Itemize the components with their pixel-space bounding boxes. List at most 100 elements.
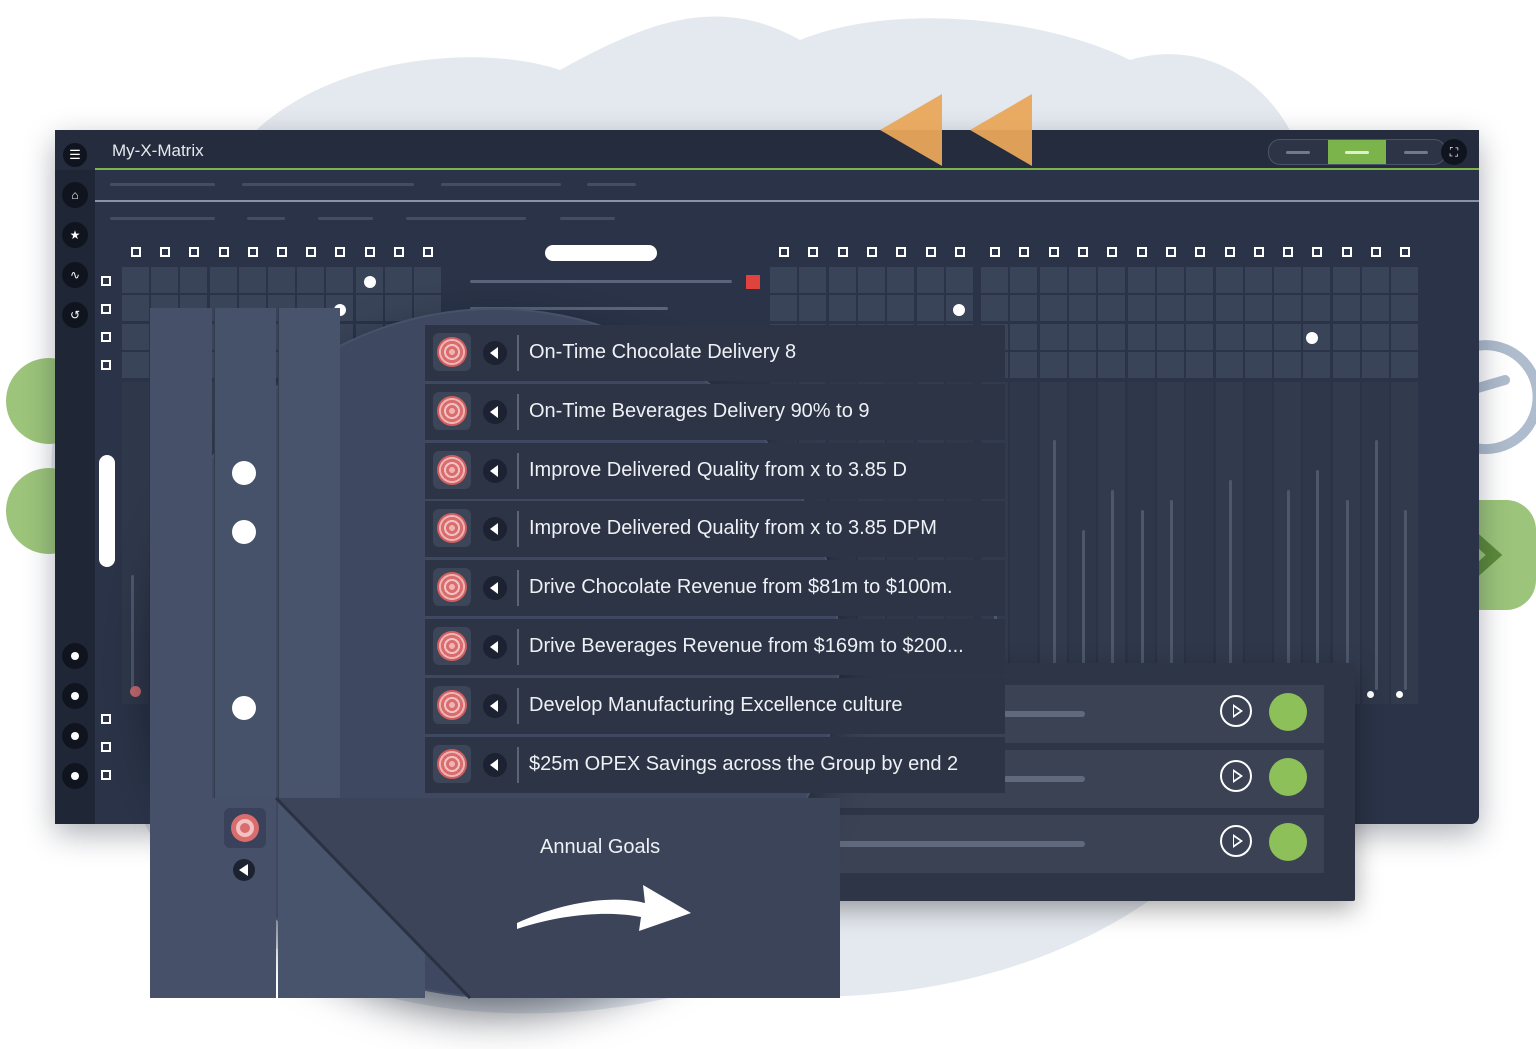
header-placeholder bbox=[110, 217, 215, 220]
sidebar-dot-button[interactable] bbox=[62, 763, 88, 789]
matrix-cell bbox=[1303, 267, 1331, 293]
caret-left-icon[interactable] bbox=[483, 458, 507, 483]
row-checkbox[interactable] bbox=[101, 770, 111, 780]
vertical-scroll-handle[interactable] bbox=[99, 455, 115, 567]
target-icon[interactable] bbox=[433, 685, 471, 724]
column-checkbox[interactable] bbox=[1165, 247, 1176, 257]
caret-left-icon[interactable] bbox=[483, 576, 507, 601]
column-checkbox[interactable] bbox=[1107, 247, 1118, 257]
matrix-cell bbox=[1156, 352, 1184, 378]
sidebar-dot-button[interactable] bbox=[62, 683, 88, 709]
column-checkbox[interactable] bbox=[925, 247, 936, 257]
column-checkbox[interactable] bbox=[866, 247, 877, 257]
column-checkbox[interactable] bbox=[160, 247, 171, 257]
hamburger-menu-icon[interactable]: ☰ bbox=[63, 143, 87, 167]
caret-left-icon[interactable] bbox=[483, 341, 507, 365]
column-checkbox[interactable] bbox=[1195, 247, 1206, 257]
row-checkbox[interactable] bbox=[101, 304, 111, 314]
column-checkbox[interactable] bbox=[1019, 247, 1030, 257]
matrix-cell bbox=[1127, 324, 1155, 350]
matrix-cell bbox=[1332, 324, 1360, 350]
matrix-cell bbox=[1127, 267, 1155, 293]
star-icon[interactable]: ★ bbox=[62, 222, 88, 248]
row-checkbox[interactable] bbox=[101, 360, 111, 370]
column-checkbox[interactable] bbox=[1224, 247, 1235, 257]
value-bar bbox=[1375, 440, 1378, 690]
header-placeholder bbox=[587, 183, 636, 186]
caret-left-icon[interactable] bbox=[483, 517, 507, 542]
view-toggle-option-3[interactable] bbox=[1387, 140, 1445, 164]
column-checkbox[interactable] bbox=[335, 247, 346, 257]
column-checkbox[interactable] bbox=[364, 247, 375, 257]
column-checkbox[interactable] bbox=[990, 247, 1001, 257]
column-checkbox[interactable] bbox=[306, 247, 317, 257]
status-red-square bbox=[746, 275, 760, 289]
target-icon[interactable] bbox=[433, 450, 471, 489]
goal-row[interactable]: Improve Delivered Quality from x to 3.85… bbox=[425, 442, 1005, 499]
caret-left-icon[interactable] bbox=[483, 635, 507, 659]
target-icon[interactable] bbox=[433, 568, 471, 607]
column-checkbox[interactable] bbox=[1078, 247, 1088, 257]
view-toggle-option-2[interactable] bbox=[1328, 140, 1386, 164]
lens-bottom-area bbox=[150, 796, 840, 1000]
column-checkbox[interactable] bbox=[218, 247, 229, 257]
play-icon[interactable] bbox=[1220, 825, 1252, 857]
view-toggle-option-1[interactable] bbox=[1269, 140, 1327, 164]
sidebar-dot-button[interactable] bbox=[62, 723, 88, 749]
column-checkbox[interactable] bbox=[896, 247, 907, 257]
column-checkbox[interactable] bbox=[954, 247, 965, 257]
target-icon[interactable] bbox=[433, 509, 471, 548]
target-icon[interactable] bbox=[433, 627, 471, 665]
sidebar-dot-button[interactable] bbox=[62, 643, 88, 669]
goal-row[interactable]: On-Time Chocolate Delivery 8 bbox=[425, 325, 1005, 381]
goal-row[interactable]: Improve Delivered Quality from x to 3.85… bbox=[425, 501, 1005, 558]
column-checkbox[interactable] bbox=[277, 247, 287, 257]
target-icon[interactable] bbox=[433, 333, 471, 371]
column-checkbox[interactable] bbox=[1312, 247, 1323, 257]
target-icon[interactable] bbox=[433, 391, 471, 430]
column-checkbox[interactable] bbox=[1341, 247, 1352, 257]
goal-row[interactable]: Develop Manufacturing Excellence culture bbox=[425, 677, 1005, 734]
column-checkbox[interactable] bbox=[1253, 247, 1264, 257]
goal-row[interactable]: On-Time Beverages Delivery 90% to 9 bbox=[425, 383, 1005, 440]
goal-row[interactable]: Drive Beverages Revenue from $169m to $2… bbox=[425, 619, 1005, 675]
column-checkbox[interactable] bbox=[247, 247, 258, 257]
expand-icon[interactable]: ⛶ bbox=[1441, 139, 1467, 165]
column-checkbox[interactable] bbox=[837, 247, 848, 257]
column-checkbox[interactable] bbox=[189, 247, 200, 257]
center-pill-handle[interactable] bbox=[545, 245, 657, 261]
caret-left-icon[interactable] bbox=[483, 399, 507, 424]
column-checkbox[interactable] bbox=[1283, 247, 1294, 257]
row-divider bbox=[517, 570, 519, 607]
column-checkbox[interactable] bbox=[808, 247, 819, 257]
row-checkbox[interactable] bbox=[101, 332, 111, 342]
column-checkbox[interactable] bbox=[1136, 247, 1147, 257]
correlation-dot bbox=[364, 276, 376, 288]
column-checkbox[interactable] bbox=[1400, 247, 1411, 257]
home-icon[interactable]: ⌂ bbox=[62, 182, 88, 208]
goal-row[interactable]: $25m OPEX Savings across the Group by en… bbox=[425, 736, 1005, 793]
column-checkbox[interactable] bbox=[1371, 247, 1381, 257]
column-checkbox[interactable] bbox=[1048, 247, 1059, 257]
column-checkbox[interactable] bbox=[131, 247, 141, 257]
view-toggle[interactable] bbox=[1268, 139, 1446, 165]
row-checkbox[interactable] bbox=[101, 276, 111, 286]
matrix-cell bbox=[1244, 267, 1272, 293]
caret-left-icon[interactable] bbox=[483, 752, 507, 777]
row-checkbox[interactable] bbox=[101, 714, 111, 724]
goal-row[interactable]: Drive Chocolate Revenue from $81m to $10… bbox=[425, 560, 1005, 617]
matrix-cell bbox=[122, 295, 149, 321]
row-checkbox[interactable] bbox=[101, 742, 111, 752]
matrix-cell bbox=[799, 267, 827, 293]
play-icon[interactable] bbox=[1220, 760, 1252, 792]
target-icon[interactable] bbox=[433, 744, 471, 783]
column-checkbox[interactable] bbox=[423, 247, 433, 257]
caret-left-icon[interactable] bbox=[483, 693, 507, 718]
column-checkbox[interactable] bbox=[779, 247, 789, 257]
matrix-cell bbox=[1127, 295, 1155, 321]
column-checkbox[interactable] bbox=[393, 247, 404, 257]
matrix-cell bbox=[1274, 295, 1302, 321]
play-icon[interactable] bbox=[1220, 695, 1252, 727]
history-icon[interactable]: ↺ bbox=[62, 302, 88, 328]
chart-icon[interactable]: ∿ bbox=[62, 262, 88, 288]
